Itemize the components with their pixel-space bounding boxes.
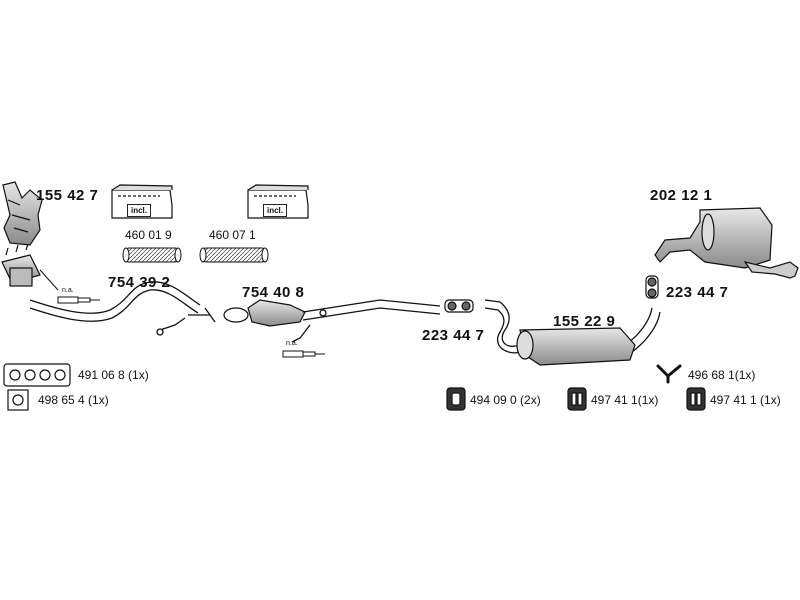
mid-muffler-body xyxy=(516,327,636,366)
label-front-pipe: 754 39 2 xyxy=(108,274,171,291)
mid-sensor xyxy=(282,350,325,358)
rear-muffler xyxy=(654,207,799,279)
y-hanger-icon xyxy=(656,364,682,384)
label-gasket-manifold: 491 06 8 (1x) xyxy=(78,368,149,382)
label-catalyst: 754 40 8 xyxy=(242,284,305,301)
label-kit-b: 460 07 1 xyxy=(209,228,256,242)
hanger-icon-a xyxy=(446,387,466,411)
manifold-part xyxy=(2,181,43,246)
gasket-square-icon xyxy=(7,389,29,411)
gasket-manifold-icon xyxy=(3,363,71,387)
rear-clamp xyxy=(645,275,659,299)
label-mid-muffler: 155 22 9 xyxy=(553,313,616,330)
mid-pipe xyxy=(291,299,441,343)
label-hanger-a: 494 09 0 (2x) xyxy=(470,393,541,407)
label-hanger-c: 497 41 1 (1x) xyxy=(710,393,781,407)
label-manifold: 155 42 7 xyxy=(36,187,99,204)
incl-tag-b: incl. xyxy=(263,204,288,217)
front-sensor xyxy=(39,269,100,304)
label-rear-muffler: 202 12 1 xyxy=(650,187,713,204)
label-y-hanger: 496 68 1(1x) xyxy=(688,368,756,382)
flex-pipe-a xyxy=(122,247,182,263)
label-gasket-square: 498 65 4 (1x) xyxy=(38,393,109,407)
na-note-front: n.a. xyxy=(62,287,74,294)
label-hanger-b: 497 41 1(1x) xyxy=(591,393,659,407)
label-mid-clamp: 223 44 7 xyxy=(422,327,485,344)
incl-tag-a: incl. xyxy=(127,204,152,217)
catalyst-body xyxy=(223,299,306,327)
flex-pipe-b xyxy=(199,247,269,263)
mid-muffler-pipe xyxy=(484,299,661,354)
mid-clamp xyxy=(444,299,474,313)
na-note-mid: n.a. xyxy=(286,340,298,347)
label-rear-clamp: 223 44 7 xyxy=(666,284,729,301)
hanger-icon-b xyxy=(567,387,587,411)
front-pipe xyxy=(29,281,216,336)
front-catalyst-part xyxy=(1,243,41,287)
hanger-icon-c xyxy=(686,387,706,411)
label-kit-a: 460 01 9 xyxy=(125,228,172,242)
